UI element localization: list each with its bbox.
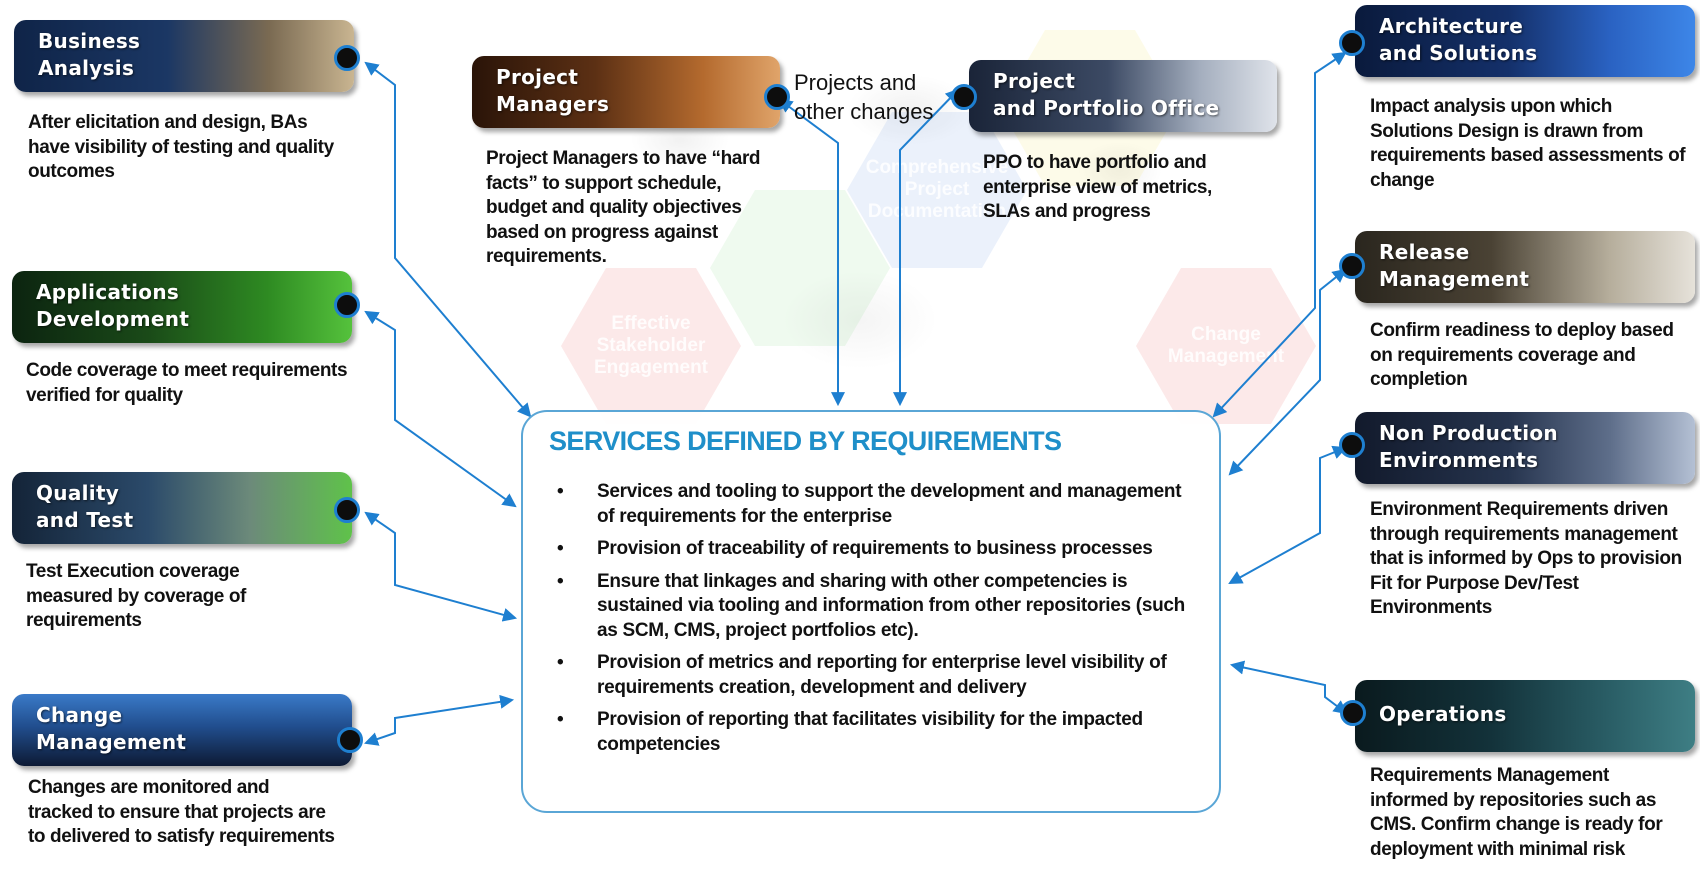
connector-dot-project-portfolio-office — [951, 84, 977, 110]
central-services-box: SERVICES DEFINED BY REQUIREMENTS • Servic… — [521, 410, 1221, 813]
arrow-quality-and-test — [364, 511, 518, 622]
banner-title-architecture-and-solutions: Architecture and Solutions — [1379, 14, 1538, 65]
description-operations: Requirements Management informed by repo… — [1370, 765, 1663, 860]
banner-title-release-management: Release Management — [1379, 240, 1530, 291]
banner-release-management: Release Management — [1355, 231, 1695, 303]
list-item-text: Provision of reporting that facilitates … — [597, 709, 1143, 755]
description-architecture-and-solutions: Impact analysis upon which Solutions Des… — [1370, 96, 1686, 191]
central-title: SERVICES DEFINED BY REQUIREMENTS — [549, 426, 1062, 456]
banner-project-managers: Project Managers — [472, 56, 780, 128]
description-change-management: Changes are monitored and tracked to ens… — [28, 777, 335, 847]
list-item: • Ensure that linkages and sharing with o… — [557, 570, 1197, 644]
connector-dot-architecture-and-solutions — [1339, 30, 1365, 56]
list-item: • Services and tooling to support the dev… — [557, 480, 1197, 529]
banner-applications-development: Applications Development — [12, 271, 352, 343]
banner-non-production-environments: Non Production Environments — [1355, 412, 1695, 484]
bullet-icon: • — [557, 538, 564, 559]
description-business-analysis: After elicitation and design, BAs have v… — [28, 112, 334, 182]
arrow-change-management — [364, 694, 515, 746]
banner-title-project-portfolio-office: Project and Portfolio Office — [993, 69, 1220, 120]
banner-title-business-analysis: Business Analysis — [38, 29, 141, 80]
banner-title-applications-development: Applications Development — [36, 280, 190, 331]
description-release-management: Confirm readiness to deploy based on req… — [1370, 320, 1674, 390]
connector-dot-applications-development — [334, 292, 360, 318]
banner-title-change-management: Change Management — [36, 703, 187, 754]
description-project-managers: Project Managers to have “hard facts” to… — [486, 148, 761, 267]
connector-dot-quality-and-test — [334, 497, 360, 523]
description-non-production-environments: Environment Requirements driven through … — [1370, 499, 1682, 618]
central-services-list: • Services and tooling to support the dev… — [557, 480, 1197, 765]
arrow-applications-development — [364, 310, 517, 508]
arrow-non-production-environments — [1228, 445, 1347, 585]
banner-business-analysis: Business Analysis — [14, 20, 354, 92]
banner-title-non-production-environments: Non Production Environments — [1379, 421, 1558, 472]
list-item: • Provision of reporting that facilitates… — [557, 708, 1197, 757]
banner-title-project-managers: Project Managers — [496, 65, 610, 116]
banner-title-quality-and-test: Quality and Test — [36, 481, 134, 532]
bullet-icon: • — [557, 481, 564, 502]
banner-change-management: Change Management — [12, 694, 352, 766]
arrow-operations — [1229, 660, 1348, 715]
background-hexagon-stakeholder: Effective Stakeholder Engagement — [561, 268, 741, 424]
banner-architecture-and-solutions: Architecture and Solutions — [1355, 5, 1695, 77]
banner-project-portfolio-office: Project and Portfolio Office — [969, 60, 1277, 132]
list-item-text: Provision of metrics and reporting for e… — [597, 652, 1167, 698]
connector-dot-non-production-environments — [1339, 432, 1365, 458]
bullet-icon: • — [557, 570, 564, 592]
description-quality-and-test: Test Execution coverage measured by cove… — [26, 561, 246, 631]
bullet-icon: • — [557, 709, 564, 730]
connector-dot-release-management — [1339, 253, 1365, 279]
list-item-text: Ensure that linkages and sharing with ot… — [597, 570, 1185, 641]
list-item-text: Services and tooling to support the deve… — [597, 481, 1182, 527]
description-project-portfolio-office: PPO to have portfolio and enterprise vie… — [983, 152, 1212, 222]
banner-quality-and-test: Quality and Test — [12, 472, 352, 544]
connector-dot-project-managers — [764, 84, 790, 110]
list-item: • Provision of metrics and reporting for … — [557, 651, 1197, 700]
connector-dot-business-analysis — [334, 45, 360, 71]
list-item-text: Provision of traceability of requirement… — [597, 538, 1153, 559]
list-item: • Provision of traceability of requiremen… — [557, 537, 1197, 562]
bullet-icon: • — [557, 652, 564, 673]
flow-label-projects-changes: Projects and other changes — [794, 70, 934, 124]
banner-title-operations: Operations — [1379, 702, 1507, 726]
connector-dot-operations — [1340, 700, 1366, 726]
connector-dot-change-management — [337, 727, 363, 753]
description-applications-development: Code coverage to meet requirements verif… — [26, 360, 348, 406]
banner-operations: Operations — [1355, 680, 1695, 752]
